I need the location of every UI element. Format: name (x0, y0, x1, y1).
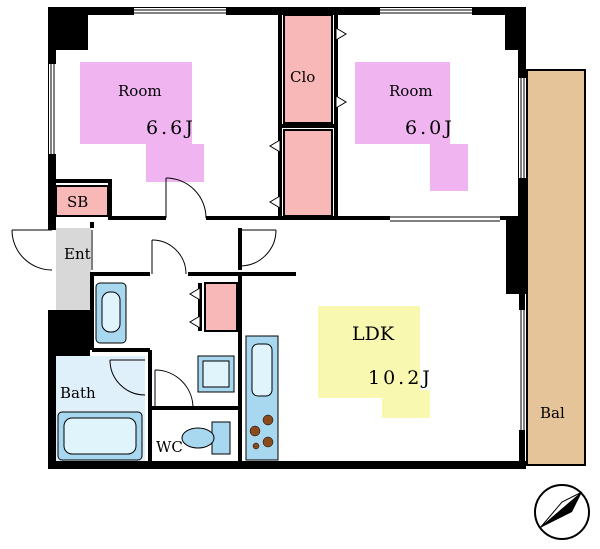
entrance-floor (56, 228, 91, 310)
bathtub-icon (57, 411, 143, 461)
doors (11, 177, 277, 409)
wall-block-ne (505, 8, 526, 50)
toilet-label: WC (156, 438, 183, 456)
wall-block-nw (48, 8, 88, 50)
room-right-name: Room (389, 82, 433, 100)
kitchen-sink-icon (245, 335, 279, 461)
stove-icon (249, 414, 274, 450)
room-left-size: 6.6J (146, 117, 196, 139)
closet-lower (283, 129, 333, 217)
room-left-highlight (80, 62, 204, 182)
closet-label: Clo (290, 68, 315, 86)
entrance-label: Ent (64, 245, 91, 263)
interior-walls (52, 11, 522, 465)
wall-block-sw (48, 310, 90, 356)
ldk-highlight (318, 306, 430, 418)
closet-upper (283, 14, 333, 124)
ldk-size: 10.2J (368, 367, 433, 389)
balcony-label: Bal (540, 404, 565, 422)
balcony-area (526, 69, 586, 466)
room-right-size: 6.0J (405, 117, 455, 139)
toilet-icon (181, 421, 231, 455)
compass-icon (534, 484, 590, 540)
closet-door-marks (189, 27, 347, 329)
shoe-box-label: SB (67, 193, 88, 211)
windows (49, 8, 526, 430)
room-left-name: Room (118, 82, 162, 100)
storage-small (204, 282, 238, 332)
washing-machine-icon (197, 355, 235, 393)
bath-label: Bath (60, 384, 96, 402)
wall-block-mid (506, 220, 526, 294)
room-right-highlight (355, 62, 468, 191)
washbasin-icon (95, 282, 127, 344)
ldk-name: LDK (352, 323, 395, 345)
shoe-box (55, 185, 109, 217)
